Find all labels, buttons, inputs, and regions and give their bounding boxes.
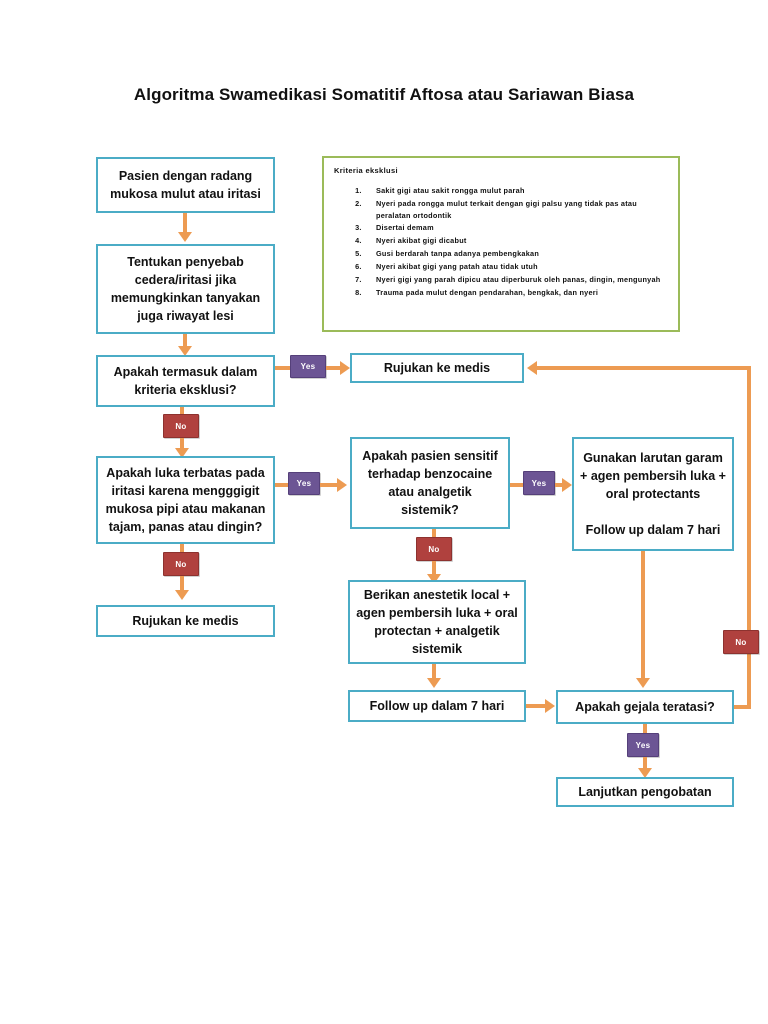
arrowhead-exclusion-yes [340, 361, 350, 375]
arrowhead-symptoms-no-return [527, 361, 537, 375]
connector-exclusion-yes-a [275, 366, 290, 370]
badge-no-injury: No [163, 552, 199, 576]
arrowhead-salt-to-symptoms [636, 678, 650, 688]
badge-no-exclusion-label: No [175, 421, 187, 431]
node-salt-solution: Gunakan larutan garam + agen pembersih l… [572, 437, 734, 551]
connector-anesthetic-to-followup [432, 664, 436, 682]
arrowhead-start-to-cause [178, 232, 192, 242]
badge-no-exclusion: No [163, 414, 199, 438]
badge-yes-injury-label: Yes [296, 479, 312, 488]
node-symptoms-check-label: Apakah gejala teratasi? [575, 699, 715, 714]
exclusion-criteria-panel: Kriteria eksklusi Sakit gigi atau sakit … [322, 156, 680, 332]
arrowhead-exclusion-no [175, 448, 189, 458]
connector-cause-to-exclusion [183, 334, 187, 350]
arrowhead-followup-to-symptoms [545, 699, 555, 713]
node-followup: Follow up dalam 7 hari [348, 690, 526, 722]
node-continue-treatment: Lanjutkan pengobatan [556, 777, 734, 807]
criteria-item-1: Sakit gigi atau sakit rongga mulut parah [364, 185, 668, 197]
arrowhead-sensitivity-yes [562, 478, 572, 492]
node-start-label: Pasien dengan radang mukosa mulut atau i… [110, 168, 261, 201]
connector-exclusion-no-a [180, 407, 184, 416]
connector-followup-to-symptoms [526, 704, 548, 708]
node-sensitivity-check-label: Apakah pasien sensitif terhadap benzocai… [362, 448, 498, 518]
arrowhead-sensitivity-no [427, 574, 441, 584]
connector-injury-yes-b [320, 483, 339, 487]
node-determine-cause-label: Tentukan penyebab cedera/iritasi jika me… [110, 254, 261, 324]
node-referral-top-label: Rujukan ke medis [383, 360, 491, 375]
connector-symptoms-yes-a [643, 724, 647, 733]
node-salt-solution-text: Gunakan larutan garam + agen pembersih l… [580, 450, 726, 501]
node-exclusion-check-label: Apakah termasuk dalam kriteria eksklusi? [113, 364, 258, 397]
connector-sensitivity-no-a [432, 529, 436, 538]
badge-no-injury-label: No [175, 559, 187, 569]
criteria-item-2: Nyeri pada rongga mulut terkait dengan g… [364, 198, 668, 222]
node-referral-top: Rujukan ke medis [350, 353, 524, 383]
node-salt-solution-label: Gunakan larutan garam + agen pembersih l… [580, 449, 726, 540]
node-continue-treatment-label: Lanjutkan pengobatan [578, 784, 712, 799]
node-limited-injury-check-label: Apakah luka terbatas pada iritasi karena… [105, 465, 266, 535]
criteria-item-5: Gusi berdarah tanpa adanya pembengkakan [364, 248, 668, 260]
node-limited-injury-check: Apakah luka terbatas pada iritasi karena… [96, 456, 275, 544]
badge-yes-sensitivity: Yes [523, 471, 555, 495]
badge-yes-symptoms-label: Yes [635, 740, 651, 750]
badge-no-sensitivity-label: No [428, 544, 440, 554]
node-anesthetic-label: Berikan anestetik local + agen pembersih… [356, 587, 518, 657]
node-determine-cause: Tentukan penyebab cedera/iritasi jika me… [96, 244, 275, 334]
criteria-item-8: Trauma pada mulut dengan pendarahan, ben… [364, 287, 668, 299]
node-salt-solution-followup: Follow up dalam 7 hari [585, 523, 721, 538]
connector-symptoms-no-return [536, 366, 749, 370]
node-exclusion-check: Apakah termasuk dalam kriteria eksklusi? [96, 355, 275, 407]
criteria-item-7: Nyeri gigi yang parah dipicu atau diperb… [364, 274, 668, 286]
node-referral-bottom-label: Rujukan ke medis [132, 613, 239, 628]
connector-sensitivity-yes-b [555, 483, 568, 487]
criteria-heading: Kriteria eksklusi [334, 166, 398, 175]
page-title: Algoritma Swamedikasi Somatitif Aftosa a… [133, 85, 635, 104]
arrowhead-symptoms-yes [638, 768, 652, 778]
node-start: Pasien dengan radang mukosa mulut atau i… [96, 157, 275, 213]
criteria-item-6: Nyeri akibat gigi yang patah atau tidak … [364, 261, 668, 273]
connector-symptoms-no-a [734, 705, 751, 709]
badge-yes-exclusion-label: Yes [300, 362, 316, 371]
connector-injury-yes-a [275, 483, 288, 487]
node-symptoms-check: Apakah gejala teratasi? [556, 690, 734, 724]
arrowhead-injury-yes [337, 478, 347, 492]
connector-start-to-cause [183, 213, 187, 235]
node-referral-bottom: Rujukan ke medis [96, 605, 275, 637]
node-sensitivity-check: Apakah pasien sensitif terhadap benzocai… [350, 437, 510, 529]
connector-salt-to-symptoms [641, 551, 645, 681]
badge-yes-sensitivity-label: Yes [531, 478, 547, 488]
badge-no-sensitivity: No [416, 537, 452, 561]
arrowhead-anesthetic-to-followup [427, 678, 441, 688]
badge-yes-exclusion: Yes [290, 355, 326, 378]
connector-injury-no-b [180, 576, 184, 592]
connector-exclusion-yes-b [326, 366, 343, 370]
connector-exclusion-no-b [180, 438, 184, 452]
connector-symptoms-yes-b [643, 757, 647, 771]
connector-symptoms-no-riser [747, 366, 751, 707]
criteria-item-3: Disertai demam [364, 222, 668, 234]
connector-sensitivity-no-b [432, 561, 436, 577]
criteria-item-4: Nyeri akibat gigi dicabut [364, 235, 668, 247]
connector-injury-no-a [180, 544, 184, 553]
arrowhead-injury-no [175, 590, 189, 600]
connector-sensitivity-yes-a [510, 483, 523, 487]
node-followup-label: Follow up dalam 7 hari [369, 698, 505, 713]
badge-no-symptoms-label: No [735, 637, 747, 647]
criteria-list: Sakit gigi atau sakit rongga mulut parah… [334, 185, 668, 298]
node-anesthetic: Berikan anestetik local + agen pembersih… [348, 580, 526, 664]
arrowhead-cause-to-exclusion [178, 346, 192, 356]
badge-yes-injury: Yes [288, 472, 320, 495]
badge-yes-symptoms: Yes [627, 733, 659, 757]
badge-no-symptoms: No [723, 630, 759, 654]
